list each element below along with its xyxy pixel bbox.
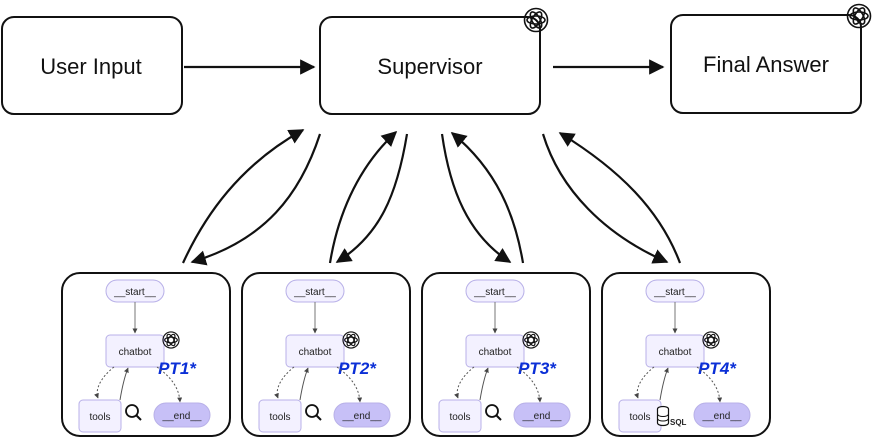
subgraph-label: PT4* [698, 359, 737, 378]
chatbot-node-label: chatbot [659, 347, 692, 358]
tools-node-label: tools [629, 412, 650, 423]
arrow-supervisor-to-pt3 [440, 133, 512, 263]
arrow-supervisor-to-pt1 [190, 133, 322, 266]
supervisor-subgraph-arrows [182, 129, 682, 266]
supervisor-label: Supervisor [377, 54, 482, 79]
subgraph-panels: __start__chatbotPT1*tools__end____start_… [61, 272, 771, 437]
start-node-label: __start__ [653, 287, 696, 298]
arrow-supervisor-to-pt2 [335, 133, 409, 263]
arrow-pt4-to-supervisor [558, 132, 682, 264]
end-node-label: __end__ [162, 411, 202, 422]
user-input-node: User Input [1, 16, 183, 115]
sql-icon-text: SQL [670, 418, 687, 427]
database-icon: SQL [656, 405, 687, 427]
arrow-pt2-to-supervisor [328, 130, 398, 264]
start-node-label: __start__ [473, 287, 516, 298]
end-node-label: __end__ [522, 411, 562, 422]
subgraph-label: PT2* [338, 359, 377, 378]
tools-node-label: tools [449, 412, 470, 423]
final-answer-label: Final Answer [703, 52, 829, 77]
chatbot-node-label: chatbot [299, 347, 332, 358]
magnifier-icon [305, 404, 322, 421]
user-input-label: User Input [40, 54, 142, 79]
chatbot-node-label: chatbot [119, 347, 152, 358]
chatbot-node-label: chatbot [479, 347, 512, 358]
arrow-supervisor-to-pt4 [541, 133, 669, 264]
tools-node-label: tools [89, 412, 110, 423]
magnifier-icon [485, 404, 502, 421]
subgraph-label: PT3* [518, 359, 557, 378]
end-node-label: __end__ [702, 411, 742, 422]
arrow-pt1-to-supervisor [182, 129, 305, 264]
final-answer-node: Final Answer [670, 14, 862, 114]
arrow-pt3-to-supervisor [450, 132, 525, 264]
supervisor-node: Supervisor [319, 16, 541, 115]
tools-node-label: tools [269, 412, 290, 423]
magnifier-icon [125, 404, 142, 421]
start-node-label: __start__ [293, 287, 336, 298]
subgraph-label: PT1* [158, 359, 197, 378]
start-node-label: __start__ [113, 287, 156, 298]
end-node-label: __end__ [342, 411, 382, 422]
